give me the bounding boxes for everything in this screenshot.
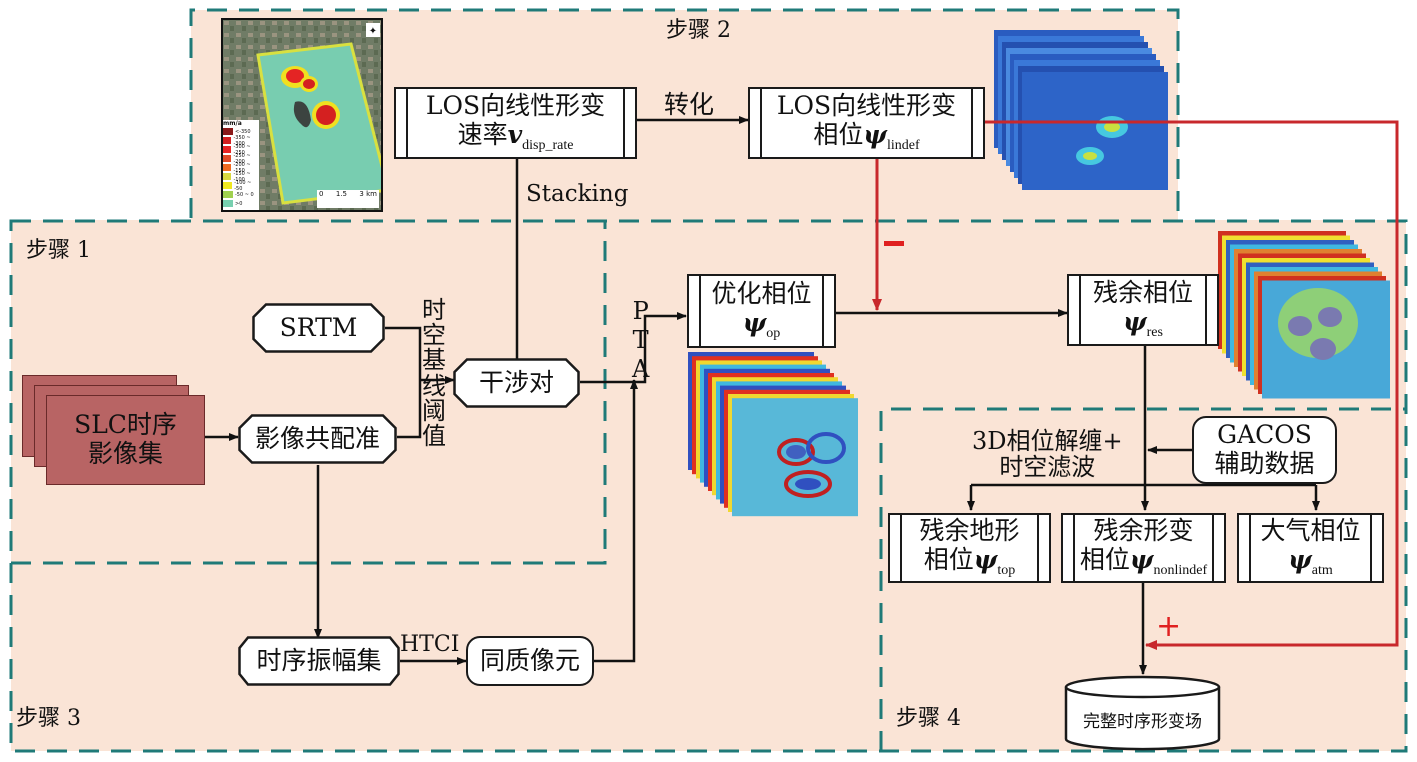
atm-line1: 大气相位 bbox=[1260, 516, 1361, 546]
scale-tick-0: 0 bbox=[319, 190, 324, 198]
scale-tick-1: 1.5 bbox=[335, 190, 348, 198]
legend-text: <-350 bbox=[235, 128, 251, 135]
gacos-line1: GACOS bbox=[1217, 420, 1312, 450]
map-legend: mm/a <-350-350 ~ -300-300 ~ -250-250 ~ -… bbox=[223, 120, 259, 210]
legend-swatch bbox=[223, 128, 233, 135]
residual-line1: 残余相位 bbox=[1092, 278, 1193, 308]
srtm-label: SRTM bbox=[279, 312, 358, 342]
step3-label: 步骤 3 bbox=[16, 706, 81, 731]
optimized-line1: 优化相位 bbox=[711, 279, 812, 309]
los-rate-line1: LOS向线性形变 bbox=[425, 91, 606, 121]
unwrap-filter-label: 3D相位解缠+ 时空滤波 bbox=[972, 427, 1123, 482]
optimized-line2: ψop bbox=[742, 307, 781, 341]
step2-label: 步骤 2 bbox=[666, 18, 731, 43]
minus-sign bbox=[884, 241, 904, 246]
residual-phase-node[interactable]: 残余相位 ψres bbox=[1067, 274, 1219, 346]
los-phase-line1: LOS向线性形变 bbox=[776, 91, 957, 121]
residual-deformation-node[interactable]: 残余形变 相位ψnonlindef bbox=[1061, 513, 1226, 583]
srtm-node[interactable]: SRTM bbox=[252, 303, 385, 353]
legend-item: -250 ~ -200 bbox=[223, 152, 259, 165]
shp-node[interactable]: 同质像元 bbox=[466, 636, 594, 686]
legend-item: -300 ~ -250 bbox=[223, 143, 259, 156]
residual-topo-node[interactable]: 残余地形 相位ψtop bbox=[888, 513, 1051, 583]
residual-phase-stack-image bbox=[1218, 231, 1390, 399]
gacos-line2: 辅助数据 bbox=[1214, 449, 1315, 478]
scale-bar: 0 1.5 3 km bbox=[317, 190, 379, 208]
nonlin-line1: 残余形变 bbox=[1093, 516, 1194, 546]
atm-line2: ψatm bbox=[1288, 544, 1333, 578]
legend-text: -250 ~ -200 bbox=[233, 152, 251, 165]
shp-label: 同质像元 bbox=[479, 645, 580, 675]
amplitude-node[interactable]: 时序振幅集 bbox=[238, 636, 400, 686]
baseline-threshold-label: 时 空 基 线 阈 值 bbox=[422, 296, 446, 450]
convert-label: 转化 bbox=[664, 90, 715, 119]
legend-swatch bbox=[223, 191, 233, 198]
legend-item: <-350 bbox=[223, 127, 259, 136]
optimized-phase-node[interactable]: 优化相位 ψop bbox=[687, 274, 836, 348]
legend-text: -50 ~ 0 bbox=[235, 191, 254, 198]
legend-text: -100 ~ -50 bbox=[234, 179, 252, 192]
final-label: 完整时序形变场 bbox=[1083, 712, 1202, 732]
legend-swatch bbox=[223, 155, 232, 162]
legend-swatch bbox=[223, 164, 232, 171]
step1-label: 步骤 1 bbox=[26, 238, 91, 263]
database-shape bbox=[1064, 675, 1221, 751]
legend-swatch bbox=[223, 137, 232, 144]
legend-item: -350 ~ -300 bbox=[223, 134, 259, 147]
deformation-rate-map: ✦ mm/a <-350-350 ~ -300-300 ~ -250-250 ~… bbox=[221, 18, 383, 212]
legend-swatch bbox=[223, 200, 233, 207]
legend-swatch bbox=[223, 182, 233, 189]
gacos-node[interactable]: GACOS 辅助数据 bbox=[1192, 416, 1337, 484]
slc-line2: 影像集 bbox=[87, 439, 163, 468]
stack-frame bbox=[1022, 72, 1168, 190]
atmospheric-phase-node[interactable]: 大气相位 ψatm bbox=[1237, 513, 1384, 583]
residual-line2: ψres bbox=[1123, 306, 1163, 340]
slc-line1: SLC时序 bbox=[74, 410, 177, 440]
nonlin-line2: 相位ψnonlindef bbox=[1079, 544, 1208, 578]
scale-tick-2: 3 km bbox=[359, 190, 377, 198]
legend-item: -150 ~ -100 bbox=[223, 170, 259, 183]
legend-item: -100 ~ -50 bbox=[223, 179, 259, 192]
legend-unit: mm/a bbox=[223, 120, 242, 127]
legend-text: -300 ~ -250 bbox=[233, 143, 251, 156]
legend-text: -200 ~ -150 bbox=[233, 161, 251, 174]
amplitude-label: 时序振幅集 bbox=[256, 645, 382, 675]
water-body bbox=[293, 101, 311, 128]
legend-item: >0 bbox=[223, 199, 259, 208]
legend-text: -150 ~ -100 bbox=[233, 170, 251, 183]
legend-item: -200 ~ -150 bbox=[223, 161, 259, 174]
coregistration-label: 影像共配准 bbox=[254, 423, 380, 453]
los-phase-node[interactable]: LOS向线性形变 相位ψlindef bbox=[748, 87, 985, 159]
plus-sign: + bbox=[1156, 609, 1182, 644]
topo-line2: 相位ψtop bbox=[923, 544, 1016, 578]
los-rate-line2: 速率vdisp_rate bbox=[457, 119, 574, 153]
coregistration-node[interactable]: 影像共配准 bbox=[238, 414, 397, 464]
final-deformation-node[interactable]: 完整时序形变场 bbox=[1064, 675, 1221, 755]
los-rate-node[interactable]: LOS向线性形变 速率vdisp_rate bbox=[394, 87, 637, 159]
linear-phase-stack-image bbox=[994, 30, 1168, 190]
los-phase-line2: 相位ψlindef bbox=[813, 119, 920, 153]
interferogram-node[interactable]: 干涉对 bbox=[453, 358, 580, 408]
legend-text: >0 bbox=[235, 200, 243, 207]
pta-label: P T A bbox=[632, 297, 650, 383]
topo-line1: 残余地形 bbox=[919, 516, 1020, 546]
svg-text:✦: ✦ bbox=[369, 26, 377, 37]
step4-label: 步骤 4 bbox=[896, 706, 961, 731]
htci-label: HTCI bbox=[400, 632, 460, 657]
legend-swatch bbox=[223, 173, 232, 180]
legend-text: -350 ~ -300 bbox=[233, 134, 251, 147]
optimized-phase-stack-image bbox=[688, 352, 858, 517]
interferogram-label: 干涉对 bbox=[478, 367, 554, 397]
stacking-label: Stacking bbox=[526, 181, 629, 207]
legend-item: -50 ~ 0 bbox=[223, 190, 259, 199]
legend-swatch bbox=[223, 146, 232, 153]
